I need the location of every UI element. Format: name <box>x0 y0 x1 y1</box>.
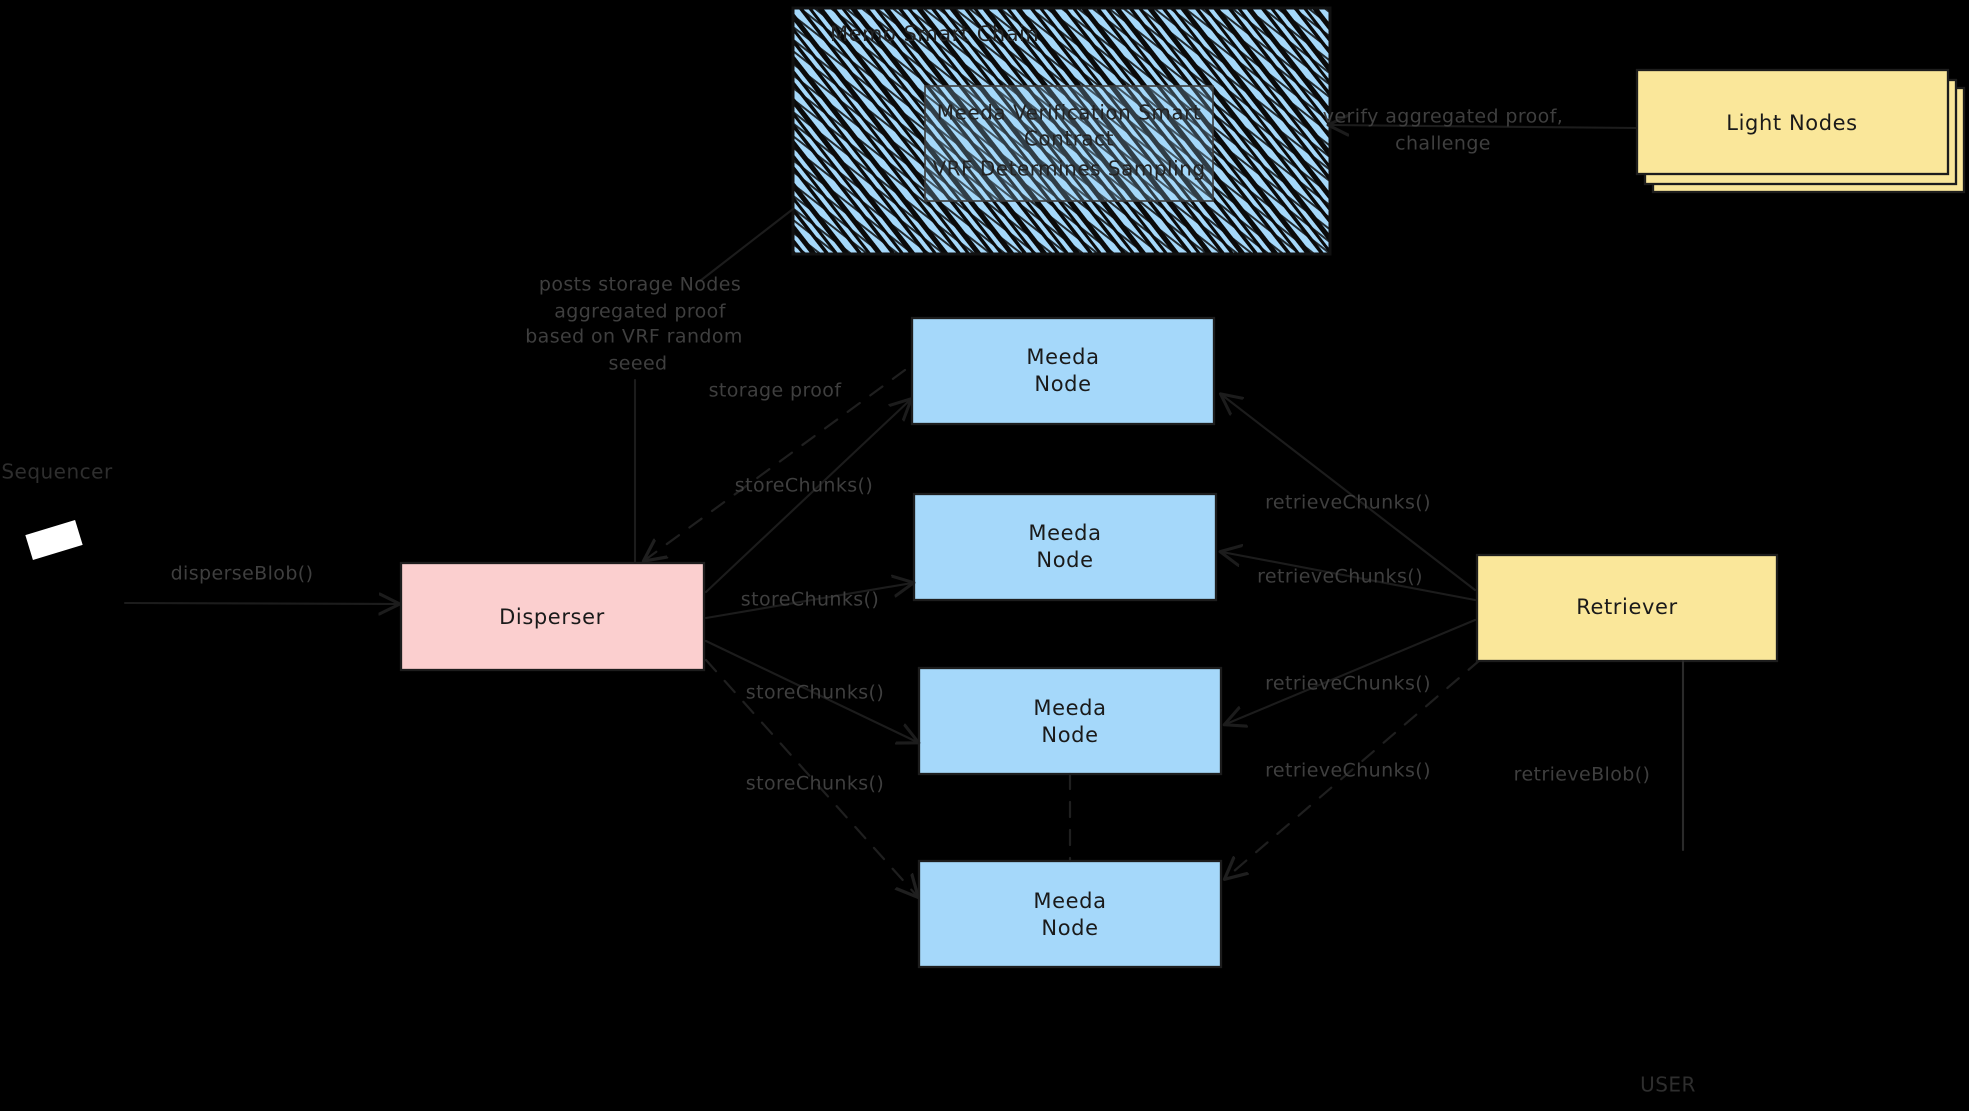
edge-label-posts-line-1: posts storage Nodes <box>539 274 741 296</box>
contract-line-3: VRF Determines Sampling <box>932 157 1205 181</box>
edge-retrieve-chunks-2: retrieveChunks() <box>1222 552 1477 602</box>
edge-label-storage-proof: storage proof <box>709 380 843 402</box>
meeda-node-4-line-1: Meeda <box>1033 889 1106 913</box>
edge-label-store-chunks-4: storeChunks() <box>746 773 884 795</box>
edge-retrieve-chunks-4: retrieveChunks() <box>1226 658 1482 878</box>
meeda-node-1-line-1: Meeda <box>1026 345 1099 369</box>
edge-retrieve-chunks-3: retrieveChunks() <box>1226 618 1477 724</box>
meeda-node-3[interactable]: Meeda Node <box>917 666 1223 776</box>
disperser-label: Disperser <box>499 605 605 629</box>
edge-verify-aggregated-proof: verify aggregated proof, challenge <box>1323 106 1639 155</box>
meeda-verification-contract-box[interactable]: Meeda Verification Smart Contract VRF De… <box>924 85 1214 202</box>
edge-label-store-chunks-3: storeChunks() <box>746 682 884 704</box>
meeda-node-3-line-2: Node <box>1041 723 1098 747</box>
edge-label-retrieve-chunks-4: retrieveChunks() <box>1265 760 1431 782</box>
user-label: USER <box>1640 1073 1696 1097</box>
contract-line-1: Meeda Verification Smart <box>937 101 1201 125</box>
meeda-node-2-line-1: Meeda <box>1028 521 1101 545</box>
sequencer-label: Sequencer <box>1 460 113 484</box>
edge-label-posts-line-3: based on VRF random <box>525 326 743 348</box>
light-nodes-label: Light Nodes <box>1726 111 1857 135</box>
retriever-label: Retriever <box>1576 595 1678 619</box>
light-nodes-stack[interactable]: Light Nodes <box>1635 68 1966 194</box>
edge-label-posts-line-4: seeed <box>608 353 667 375</box>
edge-store-chunks-2: storeChunks() <box>704 583 912 620</box>
user-actor[interactable]: USER <box>1640 1073 1696 1097</box>
edge-label-store-chunks-1: storeChunks() <box>735 475 873 497</box>
edge-retrieve-blob: retrieveBlob() <box>1514 659 1685 852</box>
sequencer-icon <box>25 519 83 561</box>
memo-smart-chain-container[interactable]: Memo Smart Chain Meeda Verification Smar… <box>791 6 1332 256</box>
edge-store-chunks-3: storeChunks() <box>704 639 917 742</box>
edge-storage-proof: storage proof <box>645 368 907 560</box>
edge-label-retrieve-chunks-2: retrieveChunks() <box>1257 566 1423 588</box>
edge-label-store-chunks-2: storeChunks() <box>741 589 879 611</box>
meeda-node-1-line-2: Node <box>1034 372 1091 396</box>
meeda-node-4-line-2: Node <box>1041 916 1098 940</box>
edge-store-chunks-4: storeChunks() <box>704 658 917 896</box>
memo-smart-chain-title: Memo Smart Chain <box>830 22 1039 46</box>
edge-label-posts-line-2: aggregated proof <box>554 301 726 323</box>
edge-disperse-blob: disperseBlob() <box>123 563 398 605</box>
meeda-node-4[interactable]: Meeda Node <box>917 859 1223 969</box>
edge-retrieve-chunks-1: retrieveChunks() <box>1222 395 1477 592</box>
edge-label-retrieve-blob: retrieveBlob() <box>1514 764 1651 786</box>
meeda-node-2-line-2: Node <box>1036 548 1093 572</box>
edge-label-retrieve-chunks-1: retrieveChunks() <box>1265 492 1431 514</box>
retriever-box[interactable]: Retriever <box>1475 553 1779 663</box>
edge-posts-storage-aggregated-proof: posts storage Nodes aggregated proof bas… <box>525 207 795 565</box>
meeda-node-2[interactable]: Meeda Node <box>912 492 1218 602</box>
light-nodes-card-front[interactable] <box>1635 68 1950 176</box>
edge-store-chunks-1: storeChunks() <box>704 400 910 594</box>
disperser-box[interactable]: Disperser <box>399 561 706 672</box>
edge-label-verify-line-2: challenge <box>1395 133 1491 155</box>
contract-line-2: Contract <box>1024 127 1114 151</box>
edge-label-retrieve-chunks-3: retrieveChunks() <box>1265 673 1431 695</box>
edge-label-verify-line-1: verify aggregated proof, <box>1323 106 1564 128</box>
meeda-node-1[interactable]: Meeda Node <box>910 316 1216 426</box>
meeda-node-3-line-1: Meeda <box>1033 696 1106 720</box>
sequencer-actor[interactable]: Sequencer <box>1 460 113 561</box>
edge-label-disperse-blob: disperseBlob() <box>171 563 314 585</box>
